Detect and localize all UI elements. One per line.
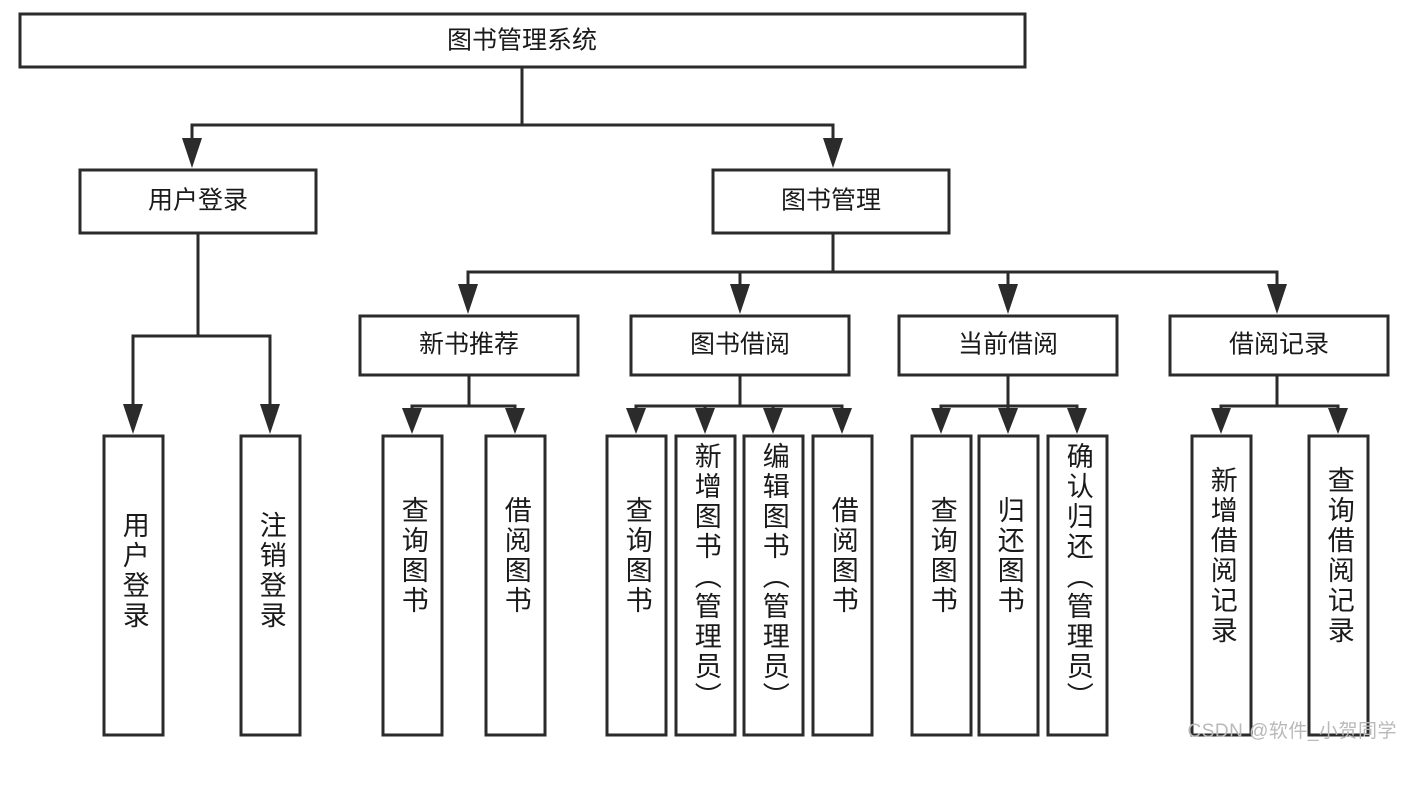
leaf-boxes-current-borrow — [910, 434, 1109, 737]
node-current-borrow[interactable]: 当前借阅 — [897, 314, 1119, 377]
hierarchy-diagram: 图书管理系统 用户登录 图书管理 新书推荐 图书借阅 当前借阅 借阅记录 — [18, 12, 1390, 737]
leaf-box[interactable] — [1190, 434, 1253, 737]
node-user-login[interactable]: 用户登录 — [78, 168, 318, 235]
leaf-box[interactable] — [1046, 434, 1109, 737]
connector-root-to-level2 — [182, 65, 843, 168]
node-user-login-label: 用户登录 — [148, 187, 248, 215]
leaf-box[interactable] — [1307, 434, 1370, 737]
node-borrow-record-label: 借阅记录 — [1229, 331, 1329, 359]
leaf-box[interactable] — [977, 434, 1040, 737]
leaf-boxes-book-borrow — [605, 434, 874, 737]
flowchart-canvas: 图书管理系统 用户登录 图书管理 新书推荐 图书借阅 当前借阅 借阅记录 — [18, 12, 1397, 742]
leaf-box[interactable] — [484, 434, 547, 737]
leaf-box[interactable] — [742, 434, 805, 737]
node-root[interactable]: 图书管理系统 — [18, 12, 1027, 69]
node-borrow-record[interactable]: 借阅记录 — [1168, 314, 1390, 377]
node-root-label: 图书管理系统 — [447, 27, 597, 55]
node-current-borrow-label: 当前借阅 — [958, 331, 1058, 359]
node-book-management-label: 图书管理 — [781, 187, 881, 215]
node-book-management[interactable]: 图书管理 — [711, 168, 951, 235]
leaf-boxes-borrow-record — [1190, 434, 1370, 737]
leaf-box[interactable] — [381, 434, 444, 737]
connector-userlogin-to-leaves — [123, 231, 280, 434]
node-book-borrow[interactable]: 图书借阅 — [629, 314, 851, 377]
leaf-box[interactable] — [811, 434, 874, 737]
leaf-box[interactable] — [102, 434, 165, 737]
node-new-book-recommend[interactable]: 新书推荐 — [358, 314, 580, 377]
leaf-box[interactable] — [910, 434, 973, 737]
connector-currentborrow-to-leaves — [931, 373, 1087, 434]
leaf-box[interactable] — [605, 434, 668, 737]
leaf-box[interactable] — [674, 434, 737, 737]
connector-bookmgmt-to-level3 — [458, 231, 1287, 314]
leaf-boxes-user-login — [102, 434, 302, 737]
connector-bookborrow-to-leaves — [626, 373, 852, 434]
connector-borrowrecord-to-leaves — [1211, 373, 1348, 434]
node-new-book-recommend-label: 新书推荐 — [419, 331, 519, 359]
leaf-boxes-new-book-recommend — [381, 434, 547, 737]
leaf-box[interactable] — [239, 434, 302, 737]
node-book-borrow-label: 图书借阅 — [690, 331, 790, 359]
connector-newbook-to-leaves — [402, 373, 525, 434]
watermark: CSDN @软件_小贺同学 — [1187, 721, 1397, 742]
